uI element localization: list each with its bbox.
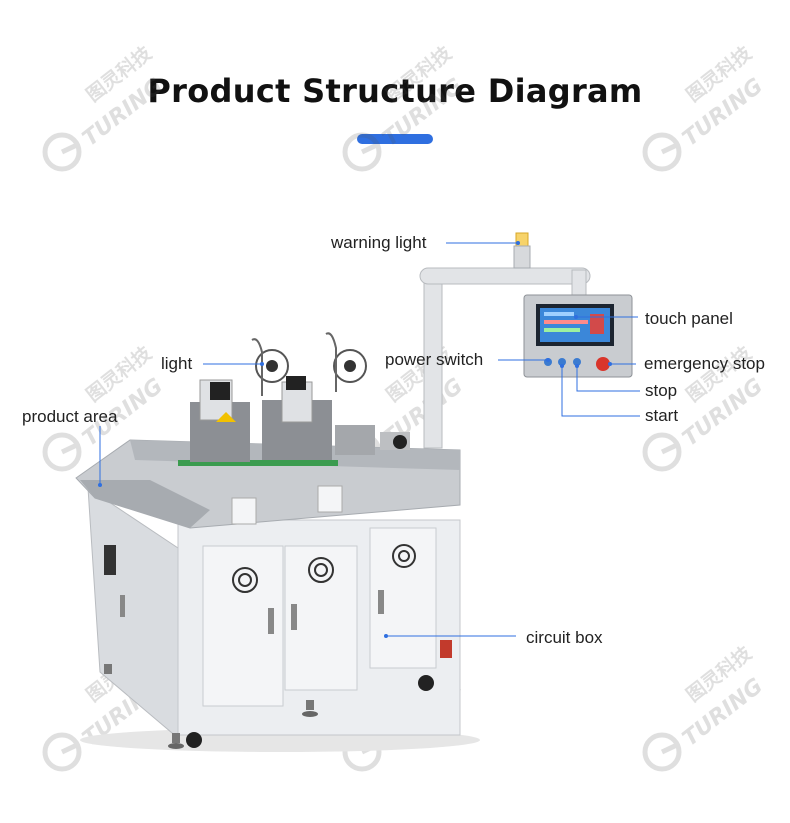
page-title: Product Structure Diagram	[147, 72, 643, 110]
title-underline	[357, 134, 433, 144]
turing-logo-icon	[342, 132, 382, 172]
turing-logo-icon	[642, 732, 682, 772]
turing-logo-icon	[642, 132, 682, 172]
label-circuit-box: circuit box	[526, 628, 603, 647]
label-light: light	[161, 354, 193, 373]
turing-logo-icon	[42, 432, 82, 472]
label-product-area: product area	[22, 407, 118, 426]
label-start: start	[645, 406, 679, 425]
label-warning-light: warning light	[331, 233, 427, 252]
turing-logo-icon	[42, 132, 82, 172]
label-power-switch: power switch	[385, 350, 484, 369]
turing-logo-icon	[42, 732, 82, 772]
label-emergency-stop: emergency stop	[644, 354, 765, 373]
turing-logo-icon	[642, 432, 682, 472]
label-stop: stop	[645, 381, 678, 400]
label-touch-panel: touch panel	[645, 309, 733, 328]
